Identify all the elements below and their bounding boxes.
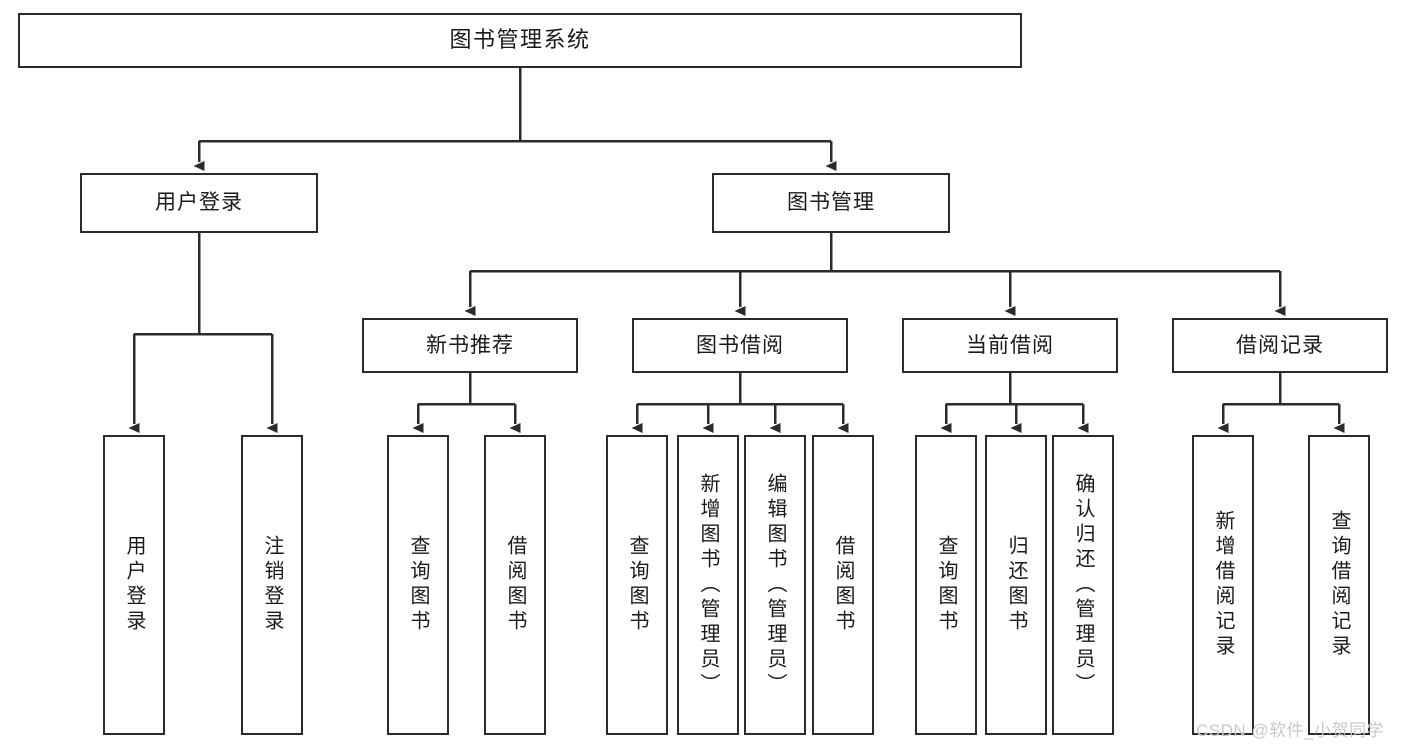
leaf-borrow-book-recommend[interactable]: 借阅图书 (484, 435, 546, 735)
leaf-query-borrow-record[interactable]: 查询借阅记录 (1308, 435, 1370, 735)
leaf-query-book-borrow[interactable]: 查询图书 (606, 435, 668, 735)
leaf-user-login-label: 用户登录 (123, 535, 145, 635)
leaf-confirm-return-label: 确认归还（管理员） (1072, 472, 1094, 698)
leaf-confirm-return[interactable]: 确认归还（管理员） (1052, 435, 1114, 735)
leaf-borrow-book-label: 借阅图书 (832, 535, 854, 635)
leaf-borrow-book[interactable]: 借阅图书 (812, 435, 874, 735)
node-new-book-recommend[interactable]: 新书推荐 (362, 318, 578, 373)
node-user-login-label: 用户登录 (155, 191, 243, 215)
node-current-borrow-label: 当前借阅 (966, 333, 1054, 357)
leaf-borrow-book-recommend-label: 借阅图书 (504, 535, 526, 635)
node-current-borrow[interactable]: 当前借阅 (902, 318, 1118, 373)
leaf-query-book-borrow-label: 查询图书 (626, 535, 648, 635)
leaf-logout-label: 注销登录 (261, 535, 283, 635)
node-new-book-recommend-label: 新书推荐 (426, 333, 514, 357)
node-book-management[interactable]: 图书管理 (712, 173, 950, 233)
leaf-query-book-current[interactable]: 查询图书 (915, 435, 977, 735)
leaf-edit-book-label: 编辑图书（管理员） (764, 472, 786, 698)
leaf-query-book-recommend-label: 查询图书 (407, 535, 429, 635)
leaf-return-book[interactable]: 归还图书 (985, 435, 1047, 735)
node-user-login[interactable]: 用户登录 (80, 173, 318, 233)
node-book-management-label: 图书管理 (787, 191, 875, 215)
leaf-query-book-recommend[interactable]: 查询图书 (387, 435, 449, 735)
node-root-label: 图书管理系统 (449, 27, 591, 53)
leaf-user-login[interactable]: 用户登录 (103, 435, 165, 735)
node-book-borrow-label: 图书借阅 (696, 333, 784, 357)
node-borrow-records-label: 借阅记录 (1236, 333, 1324, 357)
node-book-borrow[interactable]: 图书借阅 (632, 318, 848, 373)
node-root[interactable]: 图书管理系统 (18, 13, 1022, 68)
leaf-add-borrow-record[interactable]: 新增借阅记录 (1192, 435, 1254, 735)
csdn-watermark: CSDN @软件_小贺同学 (1196, 721, 1385, 740)
leaf-return-book-label: 归还图书 (1005, 535, 1027, 635)
leaf-query-borrow-record-label: 查询借阅记录 (1328, 510, 1350, 660)
leaf-add-book-label: 新增图书（管理员） (697, 472, 719, 698)
leaf-logout[interactable]: 注销登录 (241, 435, 303, 735)
node-borrow-records[interactable]: 借阅记录 (1172, 318, 1388, 373)
leaf-add-borrow-record-label: 新增借阅记录 (1212, 510, 1234, 660)
leaf-add-book[interactable]: 新增图书（管理员） (677, 435, 739, 735)
leaf-edit-book[interactable]: 编辑图书（管理员） (744, 435, 806, 735)
leaf-query-book-current-label: 查询图书 (935, 535, 957, 635)
